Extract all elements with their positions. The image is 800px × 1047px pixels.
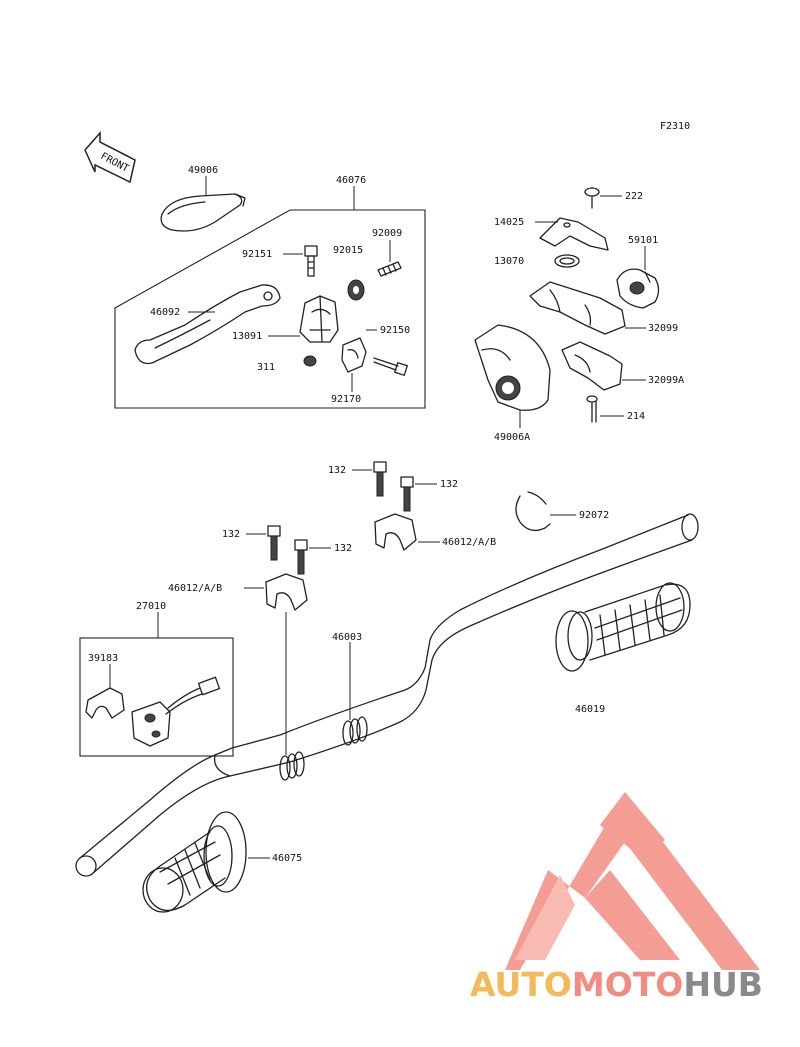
handlebar-holder-lower <box>265 573 308 611</box>
automotohub-logo <box>505 792 760 970</box>
throttle-cover-49006A <box>474 324 551 411</box>
label-39183: 39183 <box>88 653 118 664</box>
label-214: 214 <box>627 411 645 422</box>
clutch-lever-46092 <box>134 284 281 365</box>
handlebar-46003 <box>75 513 699 877</box>
watermark-text: AUTOMOTOHUB <box>470 965 763 1004</box>
bolt-132-c <box>267 525 281 561</box>
label-46012-a: 46012/A/B <box>442 537 496 548</box>
label-92150: 92150 <box>380 325 410 336</box>
clamp-92150 <box>341 337 367 373</box>
label-27010: 27010 <box>136 601 166 612</box>
screw-222 <box>584 187 600 209</box>
label-222: 222 <box>625 191 643 202</box>
front-arrow-icon: FRONT <box>84 131 136 184</box>
lever-assembly-box <box>114 209 426 409</box>
label-49006A: 49006A <box>494 432 530 443</box>
screw-92009 <box>377 261 402 277</box>
label-132-b: 132 <box>440 479 458 490</box>
label-92072: 92072 <box>579 510 609 521</box>
bolt-132-a <box>373 461 387 497</box>
bolt-92170 <box>373 357 408 376</box>
lever-cover-49006 <box>160 193 246 232</box>
label-311: 311 <box>257 362 275 373</box>
switch-clamp-39183 <box>85 687 125 719</box>
clamp-ring-92072 <box>515 491 551 532</box>
watermark-hub: HUB <box>683 965 763 1004</box>
throttle-housing-59101 <box>616 268 660 309</box>
label-132-a: 132 <box>328 465 346 476</box>
switch-assembly-box <box>79 637 234 757</box>
screw-214 <box>586 395 598 423</box>
knurl-left <box>279 751 305 781</box>
label-46012-b: 46012/A/B <box>168 583 222 594</box>
throttle-case-32099 <box>529 281 626 335</box>
throttle-case-lower-32099A <box>561 341 623 391</box>
ring-13070 <box>554 254 580 268</box>
handlebar-holder-upper <box>374 513 417 551</box>
label-49006: 49006 <box>188 165 218 176</box>
label-46075: 46075 <box>272 853 302 864</box>
bolt-132-d <box>294 539 308 575</box>
knurl-right <box>342 716 368 746</box>
label-92170: 92170 <box>331 394 361 405</box>
nut-311 <box>303 355 317 367</box>
label-132-c: 132 <box>222 529 240 540</box>
label-92009: 92009 <box>372 228 402 239</box>
label-32099A: 32099A <box>648 375 684 386</box>
watermark-moto: MOTO <box>572 965 683 1004</box>
label-92015: 92015 <box>333 245 363 256</box>
grip-right-46019 <box>555 582 691 672</box>
label-132-d: 132 <box>334 543 352 554</box>
label-46003: 46003 <box>332 632 362 643</box>
label-46092: 46092 <box>150 307 180 318</box>
label-14025: 14025 <box>494 217 524 228</box>
figure-code: F2310 <box>660 121 690 132</box>
label-59101: 59101 <box>628 235 658 246</box>
label-13070: 13070 <box>494 256 524 267</box>
bolt-132-b <box>400 476 414 512</box>
bolt-92151 <box>304 245 318 277</box>
cover-plate-14025 <box>539 217 609 251</box>
grip-left-46075 <box>142 811 247 913</box>
watermark-auto: AUTO <box>470 965 572 1004</box>
label-92151: 92151 <box>242 249 272 260</box>
lever-bracket-13091 <box>299 295 339 343</box>
label-46019: 46019 <box>575 704 605 715</box>
label-32099: 32099 <box>648 323 678 334</box>
kill-switch-27010 <box>131 676 221 747</box>
label-46076: 46076 <box>336 175 366 186</box>
locknut-92015 <box>347 279 365 301</box>
label-13091: 13091 <box>232 331 262 342</box>
